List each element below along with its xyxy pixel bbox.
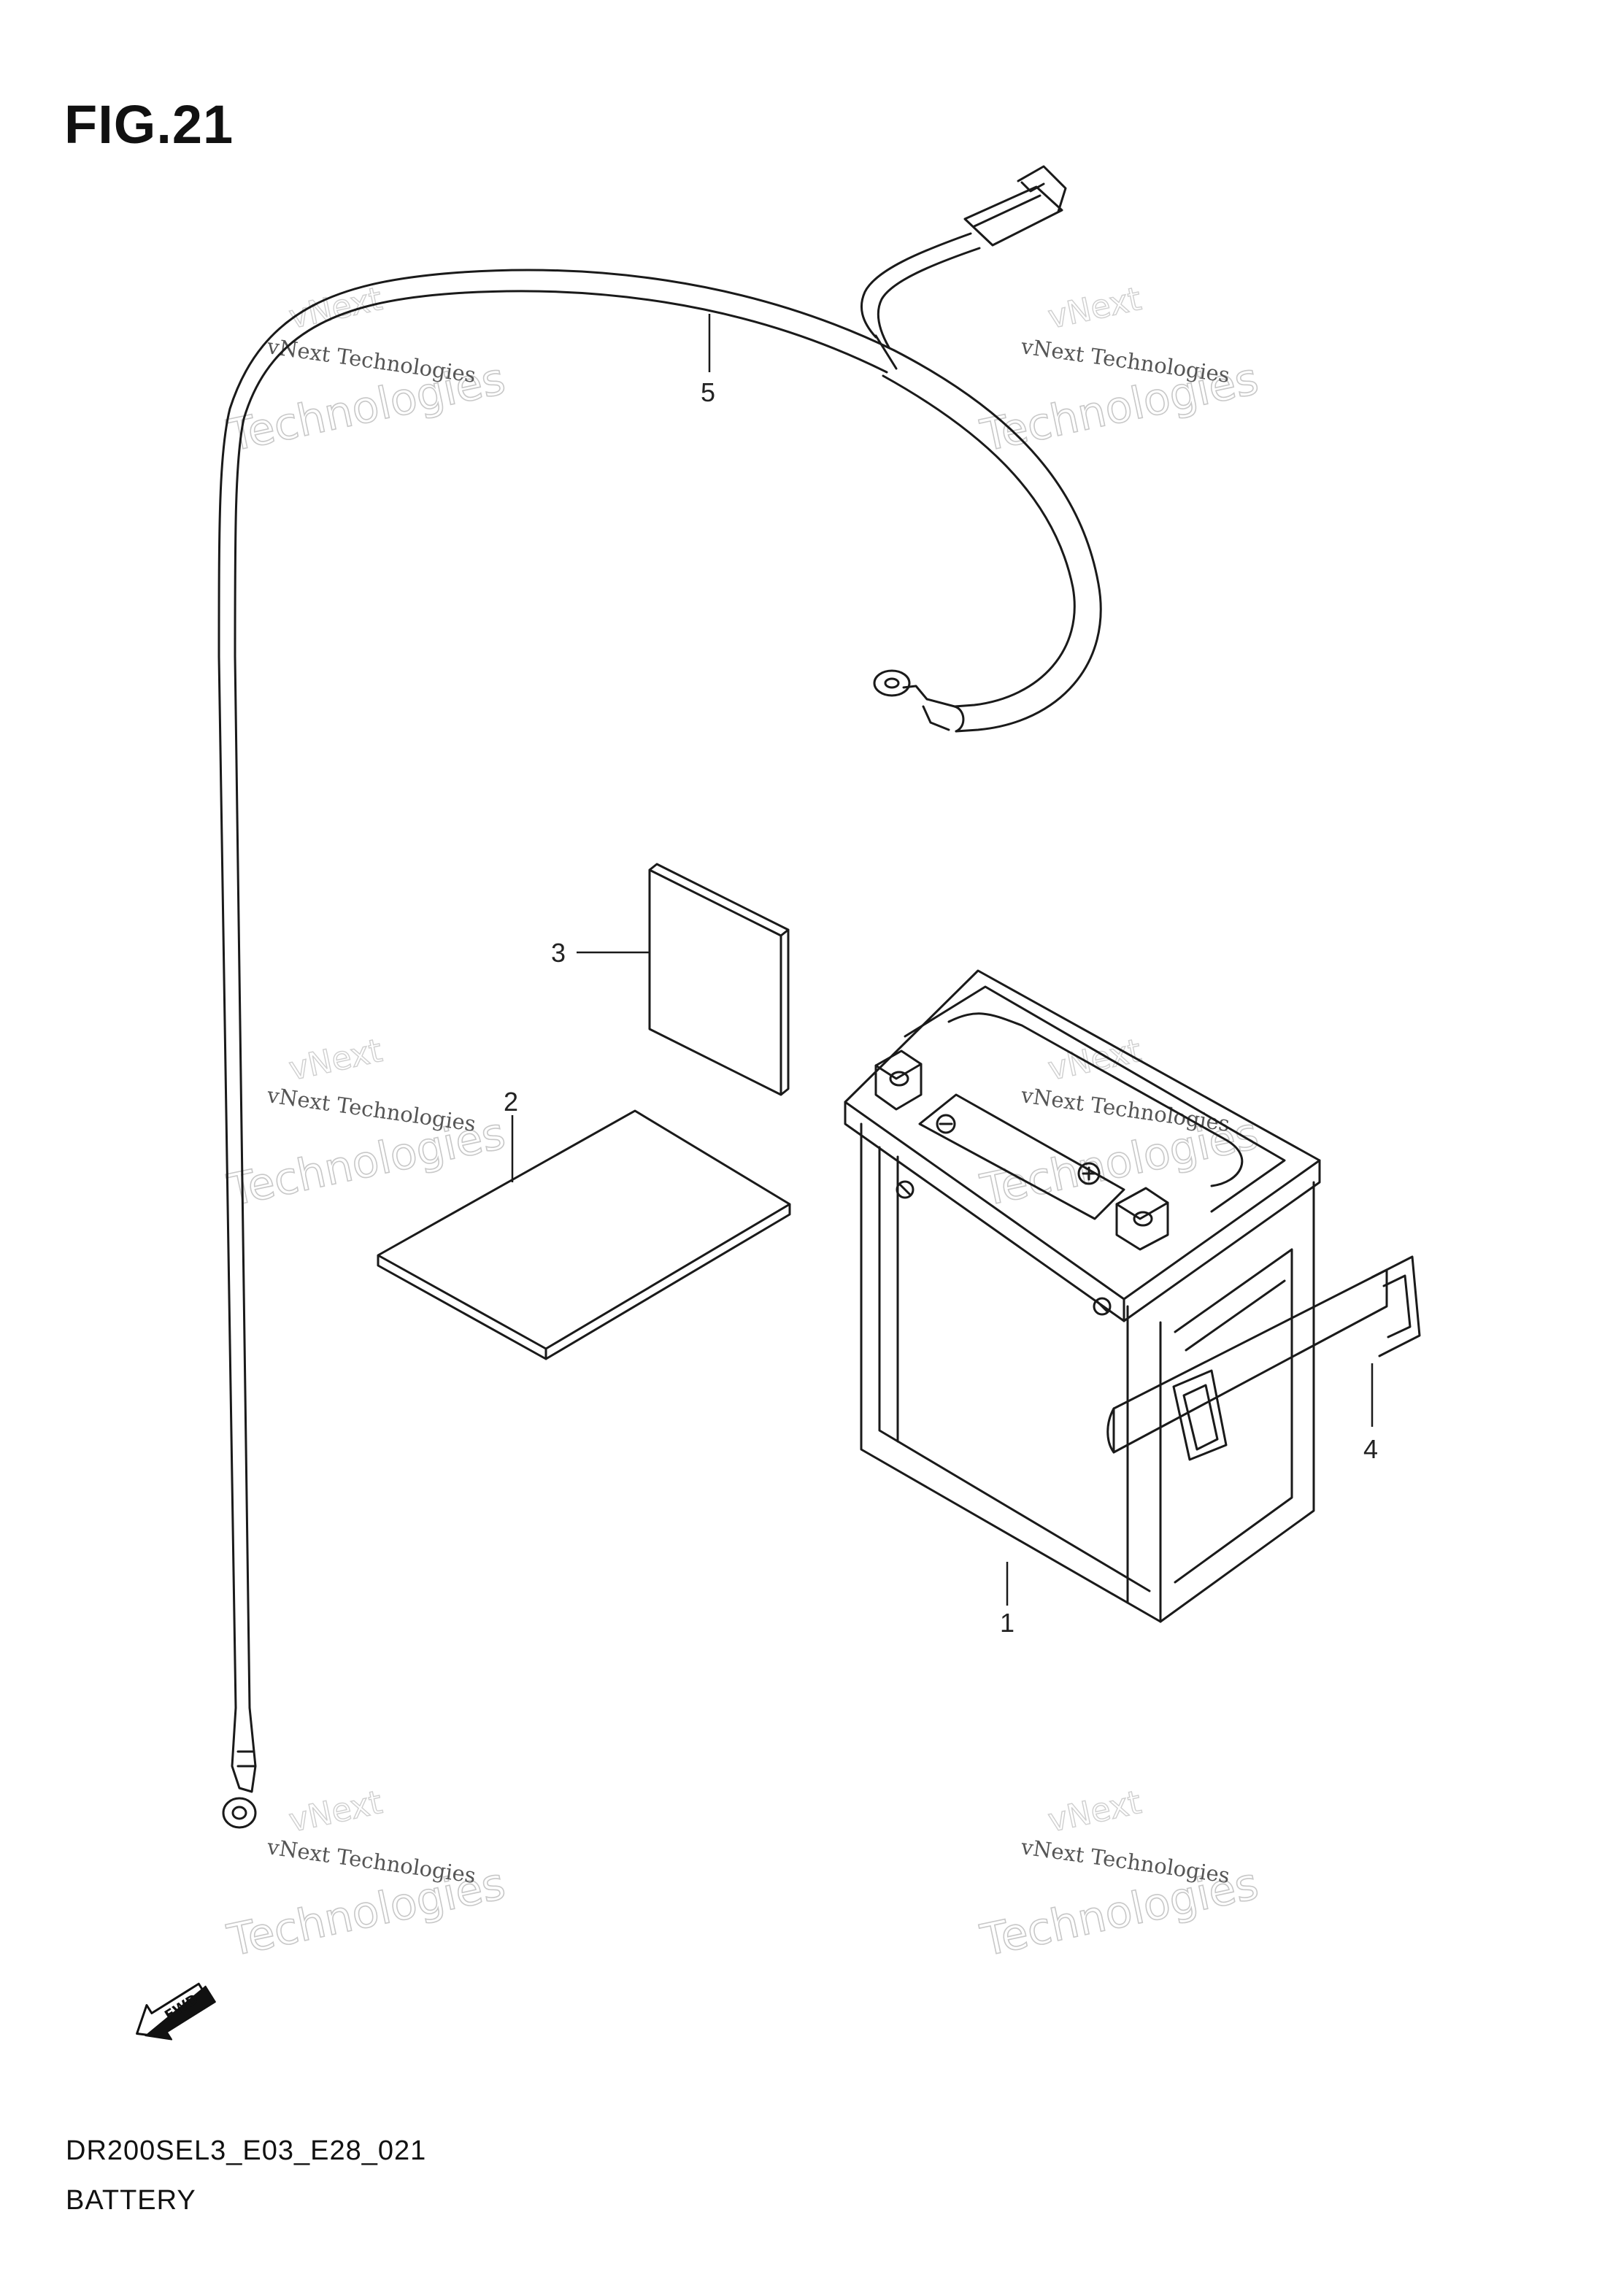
band-buckle-loop [1172, 1369, 1228, 1461]
front-screw-left-slot [899, 1184, 911, 1195]
callout-numbers: 1 2 3 4 5 [504, 377, 1378, 1638]
lower-ring-terminal-outer [222, 1797, 257, 1829]
watermark-top-right: vNext Technologies vNext Technologies [976, 280, 1263, 462]
figure-title: FIG.21 [64, 94, 234, 155]
group-name: BATTERY [66, 2185, 196, 2216]
watermark-text: vNext Technologies [1019, 1082, 1231, 1136]
manual-front-edge [377, 1255, 547, 1360]
watermark-mid-right: vNext Technologies vNext Technologies [976, 1031, 1263, 1217]
manual-side-edge [545, 1204, 791, 1360]
watermark-text: vNext Technologies [265, 334, 477, 388]
branch-wire-outer [860, 232, 972, 339]
fwd-arrow-icon: FWD [136, 1982, 216, 2041]
battery-body-side [1159, 1181, 1315, 1623]
lead-wire-thick-end [953, 705, 965, 733]
callout-5: 5 [701, 377, 715, 407]
part-3-sheet [648, 863, 790, 1096]
part-2-manual [377, 1109, 791, 1360]
lead-wire-thick-outer [893, 349, 1102, 733]
connector-latch [1020, 181, 1045, 193]
watermark-mid-left: vNext Technologies vNext Technologies [223, 1031, 510, 1217]
lid-raised-ridge [904, 985, 1286, 1213]
callout-2: 2 [504, 1087, 518, 1117]
watermark-text: vNext Technologies [265, 1834, 477, 1888]
leader-lines [511, 314, 1374, 1606]
sheet-side-edge [780, 930, 790, 1096]
lead-wire-sleeve-band [874, 334, 898, 370]
lower-ring-terminal-hole [231, 1806, 247, 1820]
connector-body [963, 185, 1063, 247]
battery-lid-side-lip [1123, 1159, 1321, 1322]
positive-mark-sign [1082, 1166, 1096, 1181]
part-5-lead-wire [217, 165, 1102, 1829]
watermark-text: vNext Technologies [265, 1082, 477, 1136]
lead-wire-thick-inner [882, 374, 1076, 708]
connector-seam [973, 194, 1041, 228]
sheet-top-edge [649, 863, 790, 937]
connector-head [1017, 165, 1067, 213]
watermark-small: vNext [286, 1032, 385, 1088]
watermark-small: vNext [1045, 1032, 1144, 1088]
battery-side-rib [1185, 1279, 1286, 1352]
negative-terminal-edge [874, 1063, 923, 1080]
watermark-text: vNext Technologies [1019, 334, 1231, 388]
band-strap-end [1106, 1407, 1115, 1454]
lid-vent-channel [947, 1012, 1244, 1187]
battery-body-front [860, 1122, 1162, 1623]
watermark-small: vNext [1045, 1784, 1144, 1840]
front-screw-right-slot [1096, 1301, 1108, 1312]
branch-wire-inner [877, 247, 981, 349]
terminal-neck [902, 685, 956, 708]
band-strap-body [1112, 1268, 1388, 1454]
band-hook-inner [1382, 1274, 1412, 1338]
positive-terminal-edge [1115, 1201, 1169, 1220]
front-screw-right [1093, 1297, 1112, 1316]
watermark-small: vNext [286, 1784, 385, 1840]
callout-4: 4 [1363, 1434, 1378, 1464]
part-1-battery [844, 969, 1321, 1623]
model-code: DR200SEL3_E03_E28_021 [66, 2135, 427, 2166]
watermark-bottom-right: vNext Technologies vNext Technologies [976, 1783, 1263, 1967]
negative-terminal-bolt [889, 1071, 909, 1087]
front-screw-left [896, 1180, 915, 1199]
battery-body-inner-line [878, 1146, 1151, 1592]
band-buckle-inner [1182, 1384, 1219, 1451]
band-hook-outer [1371, 1255, 1421, 1357]
battery-lid-front-lip [844, 1101, 1125, 1322]
lower-terminal-ridges [236, 1750, 256, 1768]
lid-terminal-recess [918, 1093, 1125, 1220]
sheet-face [648, 868, 782, 1096]
watermark-small: vNext [1045, 280, 1144, 336]
ring-terminal-outer [873, 669, 911, 697]
terminal-crimp [922, 705, 950, 731]
callout-3: 3 [551, 938, 566, 968]
battery-side-recess [1174, 1248, 1293, 1584]
ring-terminal-hole [884, 677, 900, 689]
part-4-band [1106, 1255, 1421, 1461]
lead-wire-inner-edge [234, 290, 888, 1709]
negative-terminal-block [874, 1049, 923, 1111]
callout-1: 1 [1000, 1608, 1014, 1638]
watermark-small: vNext [286, 280, 385, 336]
positive-mark-circle [1077, 1162, 1101, 1185]
watermark-bottom-left: vNext Technologies vNext Technologies [223, 1783, 510, 1967]
watermark-text: vNext Technologies [1019, 1834, 1231, 1888]
lead-wire-outer-edge [217, 269, 896, 1709]
positive-terminal-bolt [1133, 1211, 1153, 1227]
negative-mark-circle [936, 1114, 956, 1134]
lower-terminal-crimp [231, 1706, 257, 1793]
positive-terminal-block [1115, 1187, 1169, 1251]
